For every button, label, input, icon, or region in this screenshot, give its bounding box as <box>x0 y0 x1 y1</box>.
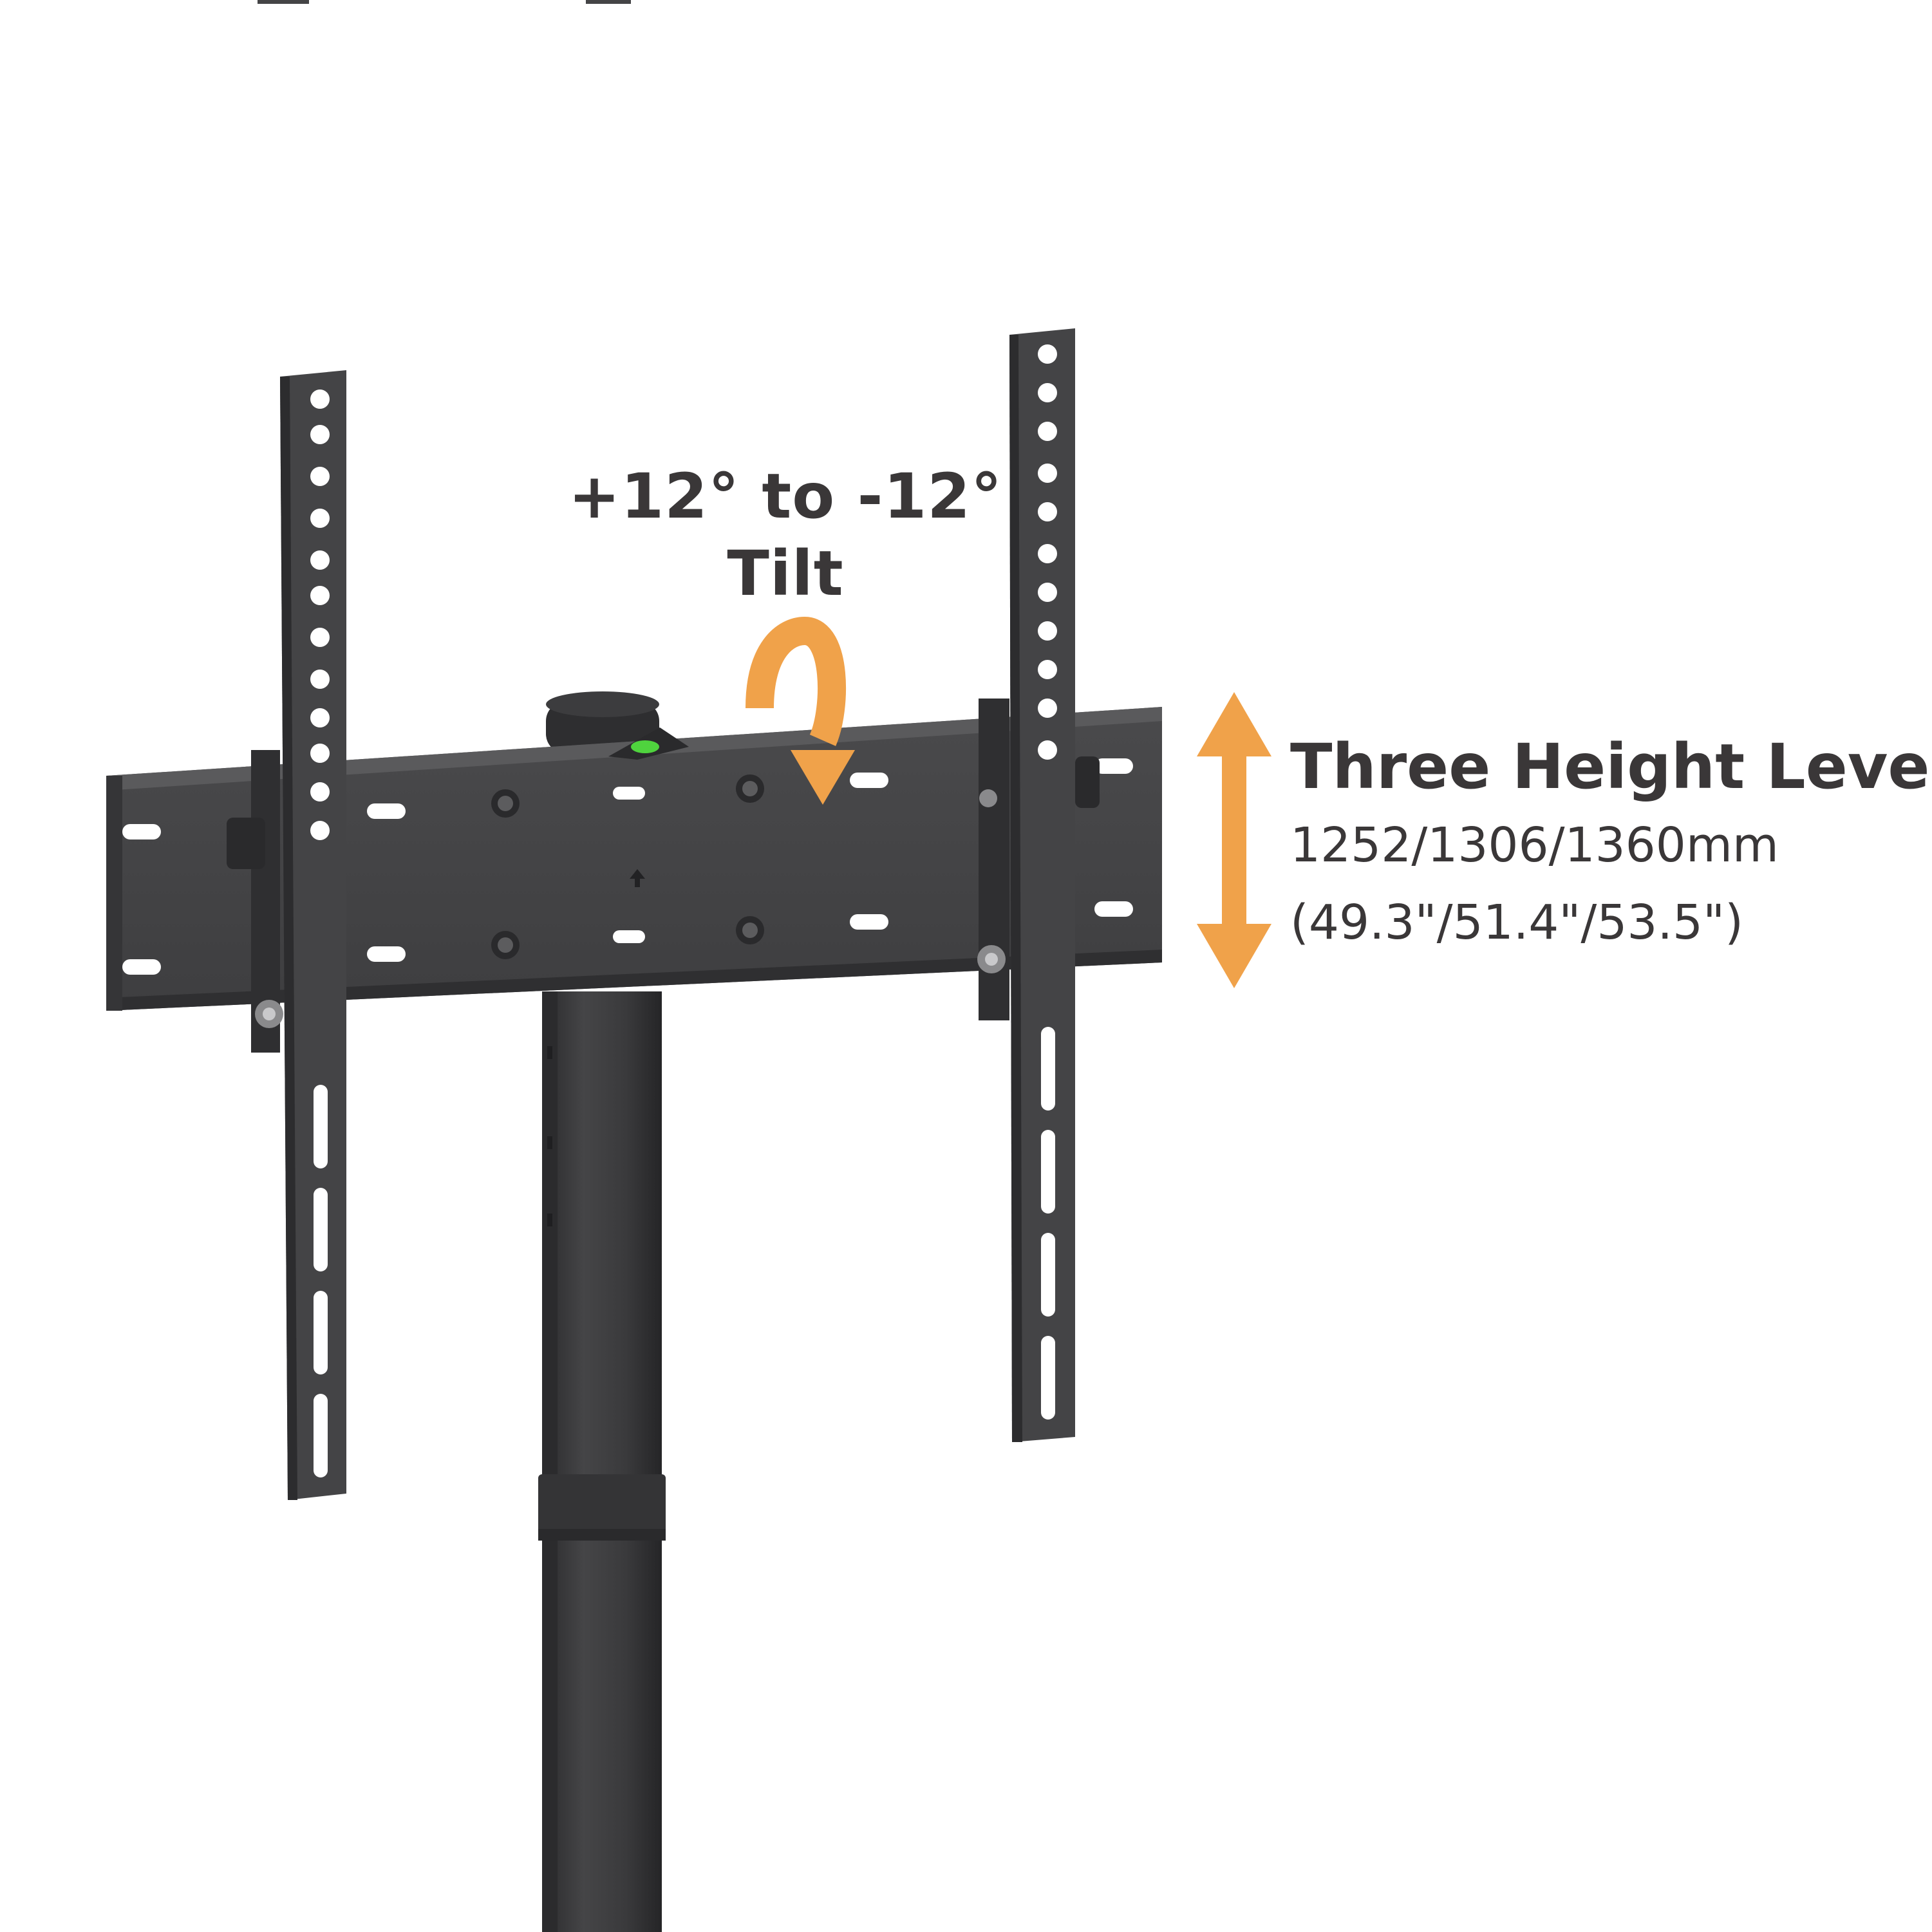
height-mm-values: 1252/1306/1360mm <box>1290 818 1779 873</box>
tilt-range-label: +12° to -12° <box>568 460 1003 532</box>
curved-arrow-icon <box>746 616 855 805</box>
right-vesa-arm <box>977 328 1100 1442</box>
bubble-level-icon <box>608 727 689 760</box>
left-vesa-arm <box>227 370 346 1500</box>
tilt-label: Tilt <box>727 538 844 610</box>
double-vertical-arrow-icon <box>1197 692 1271 988</box>
pivot-cap <box>546 691 659 753</box>
height-inch-values: (49.3"/51.4"/53.5") <box>1290 895 1744 950</box>
stand-pole <box>538 991 666 1932</box>
height-title: Three Height Level <box>1290 731 1932 803</box>
top-edge-remnants <box>258 0 631 4</box>
